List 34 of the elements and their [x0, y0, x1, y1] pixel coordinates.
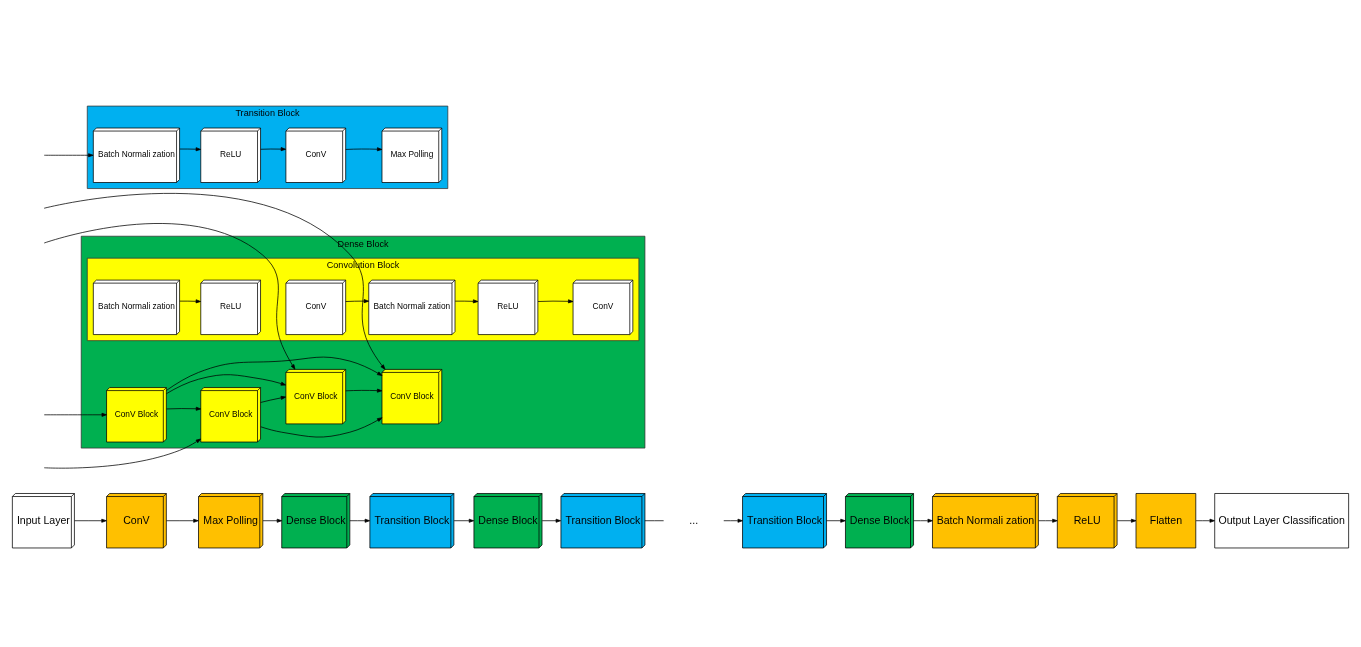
arrow	[1038, 518, 1058, 523]
arrow	[345, 298, 370, 303]
node-text: ...	[689, 513, 699, 526]
arrow	[260, 395, 287, 403]
connector	[644, 519, 664, 521]
arrow	[1195, 518, 1215, 523]
arrow	[74, 518, 107, 523]
arrow	[262, 518, 283, 523]
arrow	[913, 518, 933, 523]
arrow	[179, 298, 201, 303]
arrow	[166, 373, 286, 394]
arrow	[723, 518, 743, 523]
arrow	[345, 388, 383, 393]
arrow	[260, 146, 287, 151]
arrow	[43, 412, 107, 417]
arrow	[43, 222, 296, 370]
arrow	[454, 298, 479, 303]
arrow	[43, 438, 202, 469]
arrow	[537, 298, 574, 303]
arrow	[166, 518, 199, 523]
arrow	[349, 518, 370, 523]
arrow	[43, 192, 386, 370]
arrow	[166, 356, 383, 391]
arrow	[260, 416, 383, 437]
node-box: Flatten	[1135, 492, 1197, 548]
arrow	[826, 518, 846, 523]
arrow	[541, 518, 561, 523]
arrow	[345, 146, 383, 151]
arrow	[166, 406, 202, 411]
arrow	[1116, 518, 1137, 523]
arrow	[179, 146, 201, 151]
node-box: Output Layer Classification	[1214, 492, 1350, 548]
arrow	[43, 152, 94, 157]
arrow	[453, 518, 475, 523]
